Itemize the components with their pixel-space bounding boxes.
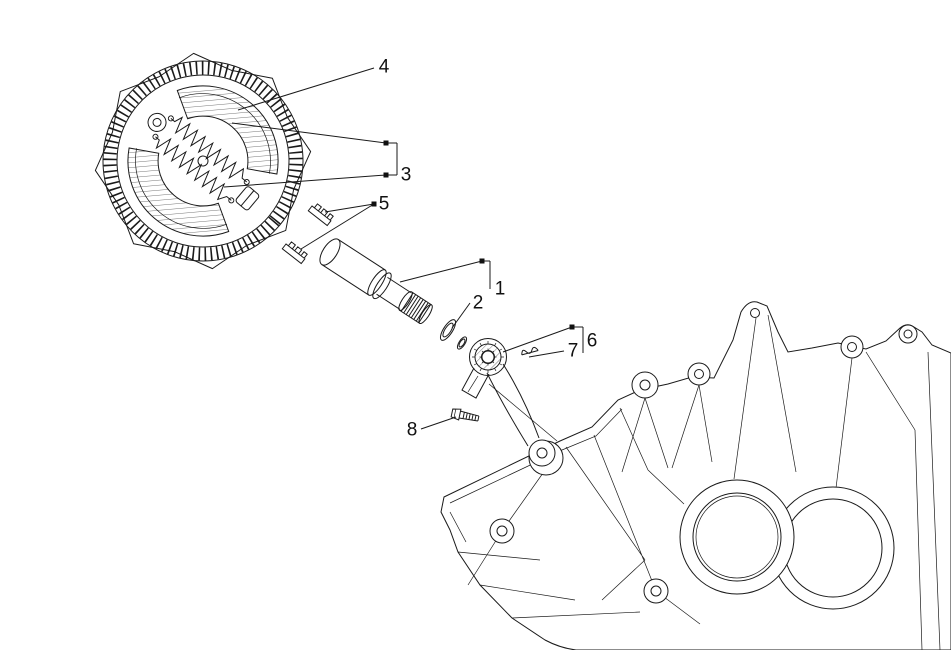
mounting-ear	[687, 362, 711, 386]
drum-inner-rim	[116, 74, 290, 248]
splined-indicator-disc	[472, 341, 504, 373]
lever-clamp-tab	[461, 367, 490, 399]
mounting-ear-hole	[750, 308, 760, 318]
brake-shoe-upper	[176, 85, 279, 175]
spring-hook	[243, 179, 250, 186]
leader-line-3b	[223, 174, 387, 188]
lever-arm-edge-outer	[502, 363, 540, 439]
callout-6-label: 6	[587, 331, 598, 352]
cable-line	[488, 383, 558, 442]
spacer-clip-2	[281, 241, 308, 265]
brake-shoe-lower	[127, 147, 230, 237]
leader-dot	[371, 201, 377, 207]
spring-hook	[152, 133, 159, 140]
flat-washer	[439, 319, 457, 341]
leader-dot	[569, 324, 575, 330]
callout-1-label: 1	[495, 279, 506, 300]
spring-hook	[167, 115, 174, 122]
flange-bolt	[450, 408, 480, 422]
leader-dot	[383, 172, 389, 178]
clamp-slot	[467, 375, 479, 393]
leader-line-4	[237, 67, 375, 111]
leader-line-5b	[300, 203, 375, 250]
callout-2-label: 2	[473, 293, 484, 314]
mounting-ear-hole	[847, 342, 857, 352]
leader-line-5a	[324, 203, 375, 213]
camshaft-splines	[400, 292, 432, 324]
drum-outer-rim	[102, 60, 304, 262]
brake-lever	[461, 338, 556, 467]
shoe-lining-line-upper	[178, 93, 271, 174]
spring-hook	[228, 197, 235, 204]
case-boss	[643, 578, 669, 604]
retaining-clip	[521, 346, 539, 356]
leader-line-2	[451, 302, 471, 329]
callout-3-label: 3	[401, 165, 412, 186]
leader-line-1	[399, 260, 483, 283]
bearing-bore-left	[679, 479, 795, 595]
bolt-threads	[462, 412, 477, 421]
leader-dot	[383, 140, 389, 146]
case-boss-hole	[650, 585, 662, 597]
hub-hole	[197, 155, 209, 167]
crankcase-outline	[440, 301, 951, 650]
lever-end-boss	[528, 439, 556, 467]
case-boss-hole	[496, 525, 508, 537]
callout-5-label: 5	[379, 194, 390, 215]
brake-shoe-assembly	[94, 52, 312, 270]
callout-7-label: 7	[568, 341, 579, 362]
lever-arm-edge-inner	[486, 372, 529, 447]
leader-dot	[479, 258, 485, 264]
leader-line-8	[420, 416, 457, 430]
mounting-ear-hole	[903, 329, 913, 339]
drum-backplate-ring	[94, 52, 312, 270]
brake-cam-block-split	[240, 190, 255, 207]
engine-crankcase	[440, 301, 951, 650]
bearing-bore-left-seat	[695, 495, 779, 579]
mounting-ear	[631, 371, 659, 399]
mounting-ear	[898, 324, 918, 344]
crankcase-ribs	[449, 314, 941, 650]
shoe-lining-line-lower	[135, 148, 228, 229]
disc-teeth	[472, 341, 504, 373]
callout-4-label: 4	[379, 57, 390, 78]
crankcase-flange-edge	[449, 408, 623, 504]
return-spring-upper	[170, 116, 248, 183]
callout-8-label: 8	[407, 420, 418, 441]
brake-camshaft	[319, 238, 433, 325]
lever-end-hole	[536, 447, 548, 459]
case-boss	[489, 518, 515, 544]
shoe-pivot-pin	[147, 112, 167, 132]
shoe-pivot-pin-hole	[152, 117, 162, 127]
mounting-ear-hole	[639, 379, 651, 391]
mounting-ear-hole	[694, 369, 704, 379]
small-washer	[456, 336, 468, 350]
leader-line-6	[502, 326, 573, 353]
bearing-bore-left-inner	[692, 492, 782, 582]
callout-leaders	[223, 67, 584, 430]
mounting-ear	[840, 335, 864, 359]
leader-line-3a	[231, 122, 387, 144]
bolt-head	[450, 408, 462, 421]
drum-rim-hatch	[103, 61, 303, 261]
leader-line-7	[528, 350, 565, 358]
disc-inner-splines	[479, 348, 497, 366]
spacer-clip-1	[307, 203, 334, 227]
return-spring-lower	[155, 136, 232, 201]
callout-labels: 4 3 5 1 2 6 7 8	[379, 57, 598, 441]
